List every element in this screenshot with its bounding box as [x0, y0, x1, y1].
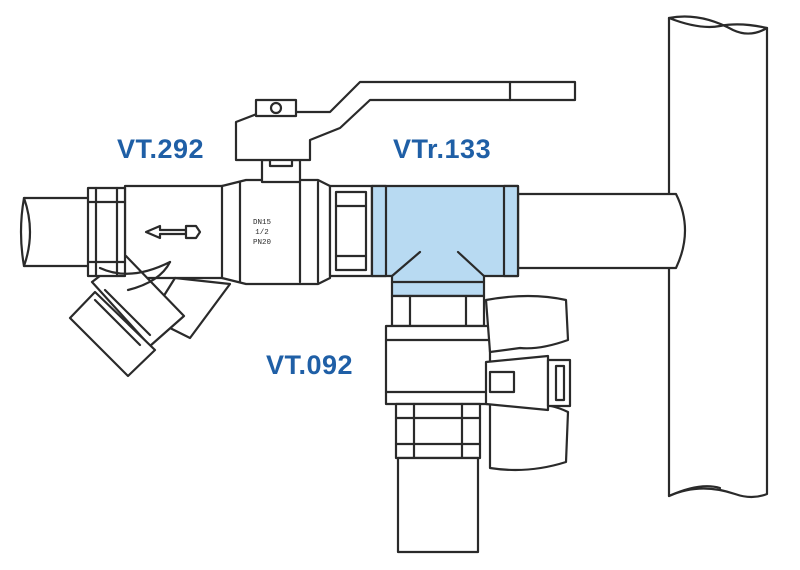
- vertical-riser-pipe: [667, 15, 769, 499]
- arrow-left-icon: [144, 224, 202, 240]
- marking-line-3: PN20: [253, 239, 272, 247]
- label-vt292: VT.292: [117, 134, 205, 164]
- main-pipe-left: [19, 196, 92, 268]
- ball-valve-vt292: [220, 144, 374, 286]
- main-pipe-right: [516, 192, 686, 270]
- ball-valve-vt092: [384, 294, 492, 554]
- marking-line-2: 1/2: [255, 229, 269, 237]
- butterfly-handle: [484, 294, 572, 472]
- label-vt092: VT.092: [266, 350, 354, 380]
- tee-fitting-vtr133: [370, 184, 520, 298]
- lever-handle: [234, 80, 577, 162]
- y-strainer: [68, 184, 232, 378]
- marking-line-1: DN15: [253, 219, 272, 227]
- label-vtr133: VTr.133: [393, 134, 492, 164]
- valve-marking: DN15 1/2 PN20: [253, 219, 272, 247]
